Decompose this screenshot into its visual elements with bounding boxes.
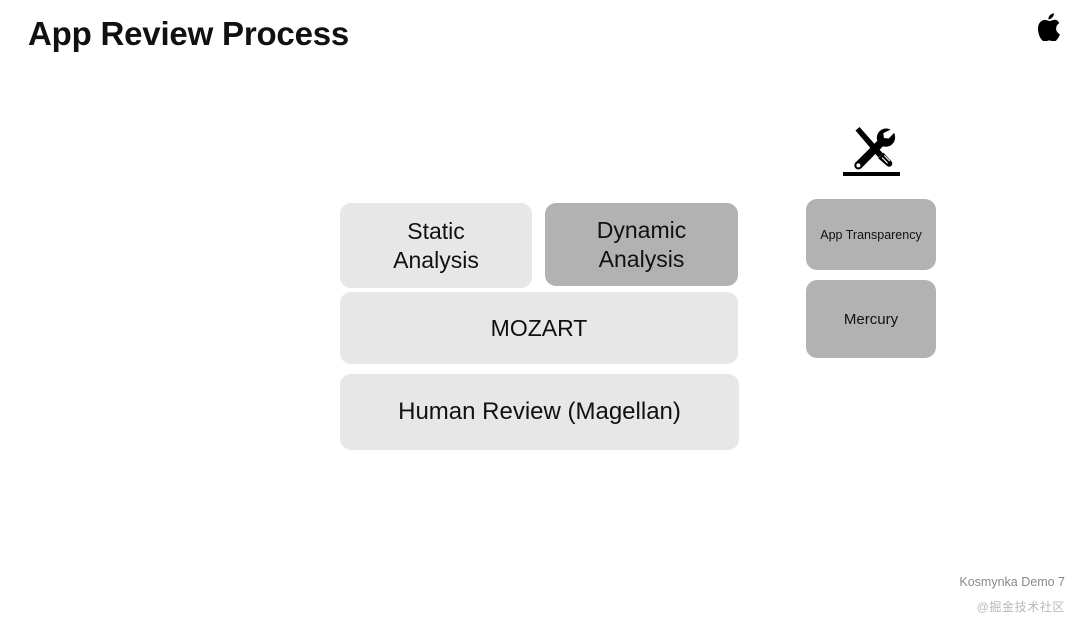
tools-icon-underline xyxy=(843,172,900,176)
deck-footer-label: Kosmynka Demo 7 xyxy=(959,575,1065,589)
process-box-label: MOZART xyxy=(490,314,588,341)
process-box-label: Human Review (Magellan) xyxy=(398,398,681,426)
apple-logo-icon xyxy=(1038,13,1062,41)
process-box-mozart[interactable]: MOZART xyxy=(340,292,738,364)
page-title: App Review Process xyxy=(28,15,350,52)
hammer-wrench-tools-icon xyxy=(845,124,897,174)
tool-box-app-transparency[interactable]: App Transparency xyxy=(806,199,936,270)
tool-box-mercury[interactable]: Mercury xyxy=(806,280,936,358)
process-box-human-review[interactable]: Human Review (Magellan) xyxy=(340,374,739,450)
watermark: @掘金技术社区 xyxy=(976,600,1065,614)
tool-box-label: App Transparency xyxy=(820,228,922,242)
tool-box-label: Mercury xyxy=(843,311,899,328)
